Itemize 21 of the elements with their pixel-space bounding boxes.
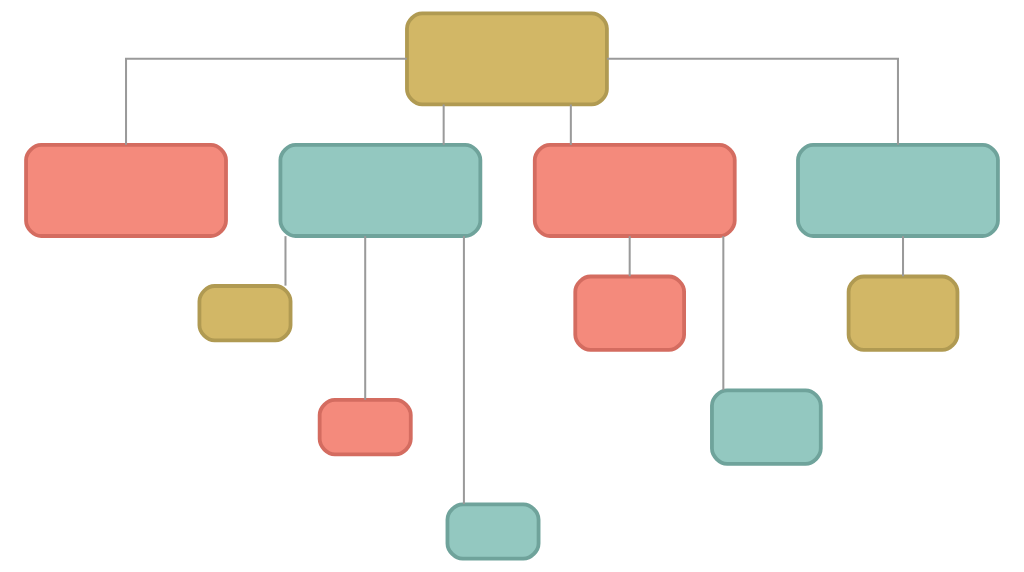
node-box — [405, 11, 609, 107]
node-box — [278, 143, 483, 238]
connector — [902, 236, 905, 277]
connector — [607, 57, 899, 145]
node-box — [197, 284, 293, 343]
node-box — [846, 274, 960, 352]
node-box — [445, 502, 541, 561]
node-box — [710, 388, 823, 466]
connector — [569, 104, 572, 145]
connector — [442, 104, 445, 145]
connector — [462, 236, 465, 504]
node-box — [532, 143, 737, 238]
connector — [125, 57, 407, 145]
node-box — [796, 143, 1000, 238]
connector — [722, 236, 725, 391]
node-box — [24, 143, 228, 238]
connector — [364, 236, 367, 400]
node-box — [573, 274, 686, 352]
connector — [628, 236, 631, 277]
node-box — [317, 398, 413, 457]
connector — [284, 236, 287, 286]
